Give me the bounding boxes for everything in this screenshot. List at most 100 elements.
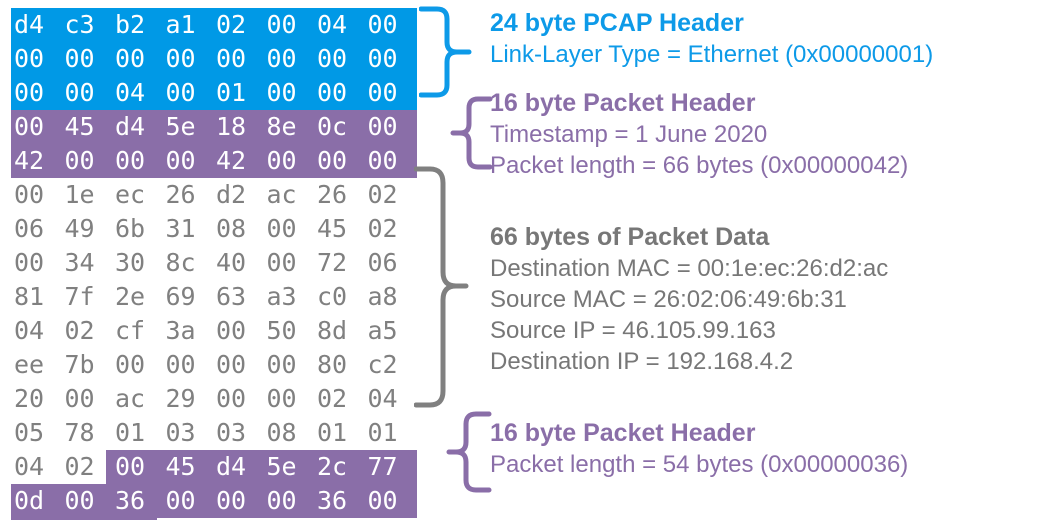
hex-byte: 00 [266, 146, 297, 175]
hex-byte: 00 [115, 452, 146, 481]
hex-byte: 3a [165, 316, 196, 345]
hex-byte: 00 [317, 44, 348, 73]
hex-byte: 00 [317, 146, 348, 175]
hex-byte: ec [115, 180, 146, 209]
hex-byte: 8d [317, 316, 348, 345]
hex-byte: 69 [165, 282, 196, 311]
hex-byte: d4 [115, 112, 146, 141]
brace-packet-header-2 [446, 410, 494, 494]
hex-byte: 40 [216, 248, 247, 277]
hex-byte: 00 [14, 44, 45, 73]
hex-byte: 00 [367, 44, 398, 73]
hex-byte: 00 [216, 44, 247, 73]
hex-byte: 00 [367, 486, 398, 515]
hex-byte: 2c [317, 452, 348, 481]
hex-byte: 18 [216, 112, 247, 141]
hex-byte: 49 [64, 214, 95, 243]
hex-byte: 01 [367, 418, 398, 447]
annotation-detail-line: Packet length = 66 bytes (0x00000042) [490, 152, 909, 179]
hex-byte: 02 [216, 10, 247, 39]
hex-byte: 81 [14, 282, 45, 311]
annotation-packet-header-2: 16 byte Packet Header Packet length = 54… [490, 418, 908, 480]
annotation-detail-line: Destination MAC = 00:1e:ec:26:d2:ac [490, 255, 889, 282]
hex-byte: 04 [14, 452, 45, 481]
hex-byte: 45 [317, 214, 348, 243]
brace-pcap-header [419, 4, 473, 100]
hex-byte: 00 [216, 384, 247, 413]
hex-byte: 00 [115, 146, 146, 175]
hex-byte: 00 [266, 78, 297, 107]
hex-byte: 00 [14, 78, 45, 107]
hex-byte: 00 [64, 146, 95, 175]
hex-byte: 5e [266, 452, 297, 481]
hex-byte: 42 [216, 146, 247, 175]
hex-highlight-band-purple [11, 144, 417, 178]
hex-byte: 00 [367, 10, 398, 39]
hex-byte: 6b [115, 214, 146, 243]
hex-byte: 02 [367, 214, 398, 243]
hex-byte: 45 [64, 112, 95, 141]
hex-byte: 29 [165, 384, 196, 413]
hex-byte: 00 [266, 214, 297, 243]
hex-byte: a3 [266, 282, 297, 311]
hex-byte: 00 [367, 78, 398, 107]
hex-byte: 36 [115, 486, 146, 515]
hex-byte: 02 [317, 384, 348, 413]
hex-byte: 8e [266, 112, 297, 141]
hex-byte: 02 [64, 316, 95, 345]
annotation-detail-line: Source MAC = 26:02:06:49:6b:31 [490, 286, 847, 313]
hex-byte: 72 [317, 248, 348, 277]
hex-byte: 2e [115, 282, 146, 311]
hex-byte: 08 [266, 418, 297, 447]
hex-byte: 0d [14, 486, 45, 515]
hex-byte: 06 [14, 214, 45, 243]
annotation-pcap-header: 24 byte PCAP Header Link-Layer Type = Et… [490, 8, 933, 70]
hex-byte: 7b [64, 350, 95, 379]
hex-byte: 26 [317, 180, 348, 209]
hex-highlight-band-blue [11, 8, 417, 42]
hex-byte: 08 [216, 214, 247, 243]
hex-byte: 77 [367, 452, 398, 481]
brace-packet-header-1 [450, 95, 496, 171]
hex-byte: 00 [317, 78, 348, 107]
hex-byte: 1e [64, 180, 95, 209]
hex-byte: 50 [266, 316, 297, 345]
hex-byte: 00 [64, 384, 95, 413]
hex-byte: 36 [317, 486, 348, 515]
hex-byte: 05 [14, 418, 45, 447]
hex-byte: 00 [64, 44, 95, 73]
annotation-title: 16 byte Packet Header [490, 419, 756, 447]
hex-byte: 04 [317, 10, 348, 39]
hex-byte: 00 [216, 316, 247, 345]
hex-byte: 03 [216, 418, 247, 447]
hex-byte: 7f [64, 282, 95, 311]
hex-byte: d4 [14, 10, 45, 39]
hex-byte: d2 [216, 180, 247, 209]
hex-byte: 42 [14, 146, 45, 175]
annotation-title: 66 bytes of Packet Data [490, 223, 770, 251]
annotation-detail-line: Source IP = 46.105.99.163 [490, 317, 776, 344]
hex-byte: 00 [266, 350, 297, 379]
hex-byte: d4 [216, 452, 247, 481]
annotation-detail-line: Destination IP = 192.168.4.2 [490, 348, 794, 375]
hex-byte: 80 [317, 350, 348, 379]
hex-byte: 04 [115, 78, 146, 107]
hex-byte: ac [266, 180, 297, 209]
hex-byte: a8 [367, 282, 398, 311]
hex-byte: 20 [14, 384, 45, 413]
hex-byte: 03 [165, 418, 196, 447]
hex-byte: c2 [367, 350, 398, 379]
hex-byte: 04 [367, 384, 398, 413]
